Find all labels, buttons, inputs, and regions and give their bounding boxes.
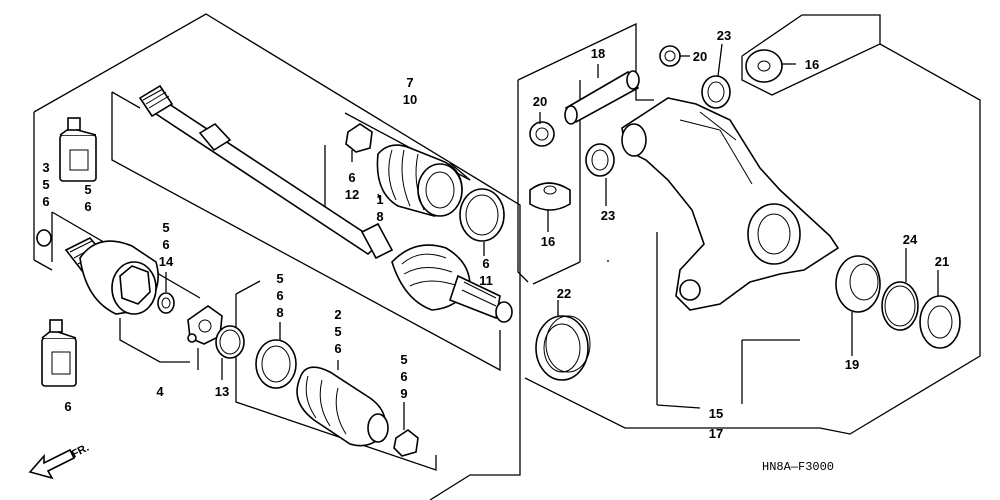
- label-20-left: 20: [533, 94, 547, 109]
- label-17: 17: [709, 426, 723, 441]
- label-5-f: 5: [400, 352, 407, 367]
- needle-bearing-top: [701, 75, 731, 109]
- drive-shaft: [138, 84, 513, 323]
- boot-lower: [296, 366, 389, 447]
- label-9: 9: [400, 386, 407, 401]
- cap-top: [745, 49, 783, 83]
- ball-bearing: [835, 255, 881, 313]
- label-5-c: 5: [162, 220, 169, 235]
- leader-lines: [165, 43, 939, 430]
- oil-seal-large: [535, 315, 591, 381]
- label-8-b: 8: [276, 305, 283, 320]
- label-6-d: 6: [162, 237, 169, 252]
- band-clip-upper: [345, 123, 373, 153]
- boot-clamp-left: [255, 339, 297, 389]
- label-6-b: 6: [84, 199, 91, 214]
- callout-labels: 7 10 18 20 20 23 16 23 16 3 5 6 5 6 6 12…: [42, 28, 949, 441]
- dust-seal-top: [659, 45, 681, 67]
- boot-clamp-right: [459, 188, 505, 242]
- label-22: 22: [557, 286, 571, 301]
- label-23-top: 23: [717, 28, 731, 43]
- dust-seal-left: [529, 121, 555, 147]
- snap-ring-large: [881, 281, 919, 331]
- inner-cv-joint: [64, 237, 159, 315]
- label-5-a: 5: [42, 177, 49, 192]
- label-8-a: 8: [376, 209, 383, 224]
- grease-bottle-upper: [59, 117, 97, 182]
- label-3: 3: [42, 160, 49, 175]
- label-23-left: 23: [601, 208, 615, 223]
- shaft-subframe: [111, 92, 501, 372]
- label-6-i: 6: [400, 369, 407, 384]
- label-5-d: 5: [276, 271, 283, 286]
- label-24: 24: [903, 232, 918, 247]
- label-15: 15: [709, 406, 723, 421]
- label-5-b: 5: [84, 182, 91, 197]
- label-5-e: 5: [334, 324, 341, 339]
- label-16-left: 16: [541, 234, 555, 249]
- circlip: [215, 325, 245, 359]
- knuckle-group-frame: [517, 22, 654, 101]
- label-19: 19: [845, 357, 859, 372]
- collar: [564, 70, 640, 125]
- grease-bottle-lower: [41, 319, 77, 387]
- o-ring-small: [36, 229, 52, 247]
- label-14: 14: [159, 254, 174, 269]
- label-13: 13: [215, 384, 229, 399]
- label-10: 10: [403, 92, 417, 107]
- band-clip-lower: [393, 429, 419, 457]
- label-2: 2: [334, 307, 341, 322]
- label-6-e: 6: [482, 256, 489, 271]
- snap-ring-small: [157, 292, 175, 314]
- label-6-g: 6: [276, 288, 283, 303]
- label-6-h: 6: [334, 341, 341, 356]
- oil-seal-small: [919, 295, 961, 349]
- diagram-code: HN8A—F3000: [762, 460, 834, 474]
- label-18: 18: [591, 46, 605, 61]
- group-frames: [33, 13, 981, 500]
- label-20-top: 20: [693, 49, 707, 64]
- needle-bearing-left: [585, 143, 615, 177]
- label-6-c: 6: [348, 170, 355, 185]
- label-1: 1: [376, 192, 383, 207]
- label-11: 11: [479, 273, 493, 288]
- label-6-f: 6: [64, 399, 71, 414]
- label-21: 21: [935, 254, 949, 269]
- label-12: 12: [345, 187, 359, 202]
- front-arrow: FR.: [28, 442, 91, 480]
- knuckle-housing: [621, 97, 840, 311]
- label-6-a: 6: [42, 194, 49, 209]
- cap-left: [529, 182, 571, 211]
- label-7: 7: [406, 75, 413, 90]
- driveshaft-group-frame: [33, 13, 521, 500]
- boot-upper: [376, 144, 463, 217]
- front-arrow-label: FR.: [70, 442, 91, 461]
- label-4: 4: [156, 384, 164, 399]
- label-16-top: 16: [805, 57, 819, 72]
